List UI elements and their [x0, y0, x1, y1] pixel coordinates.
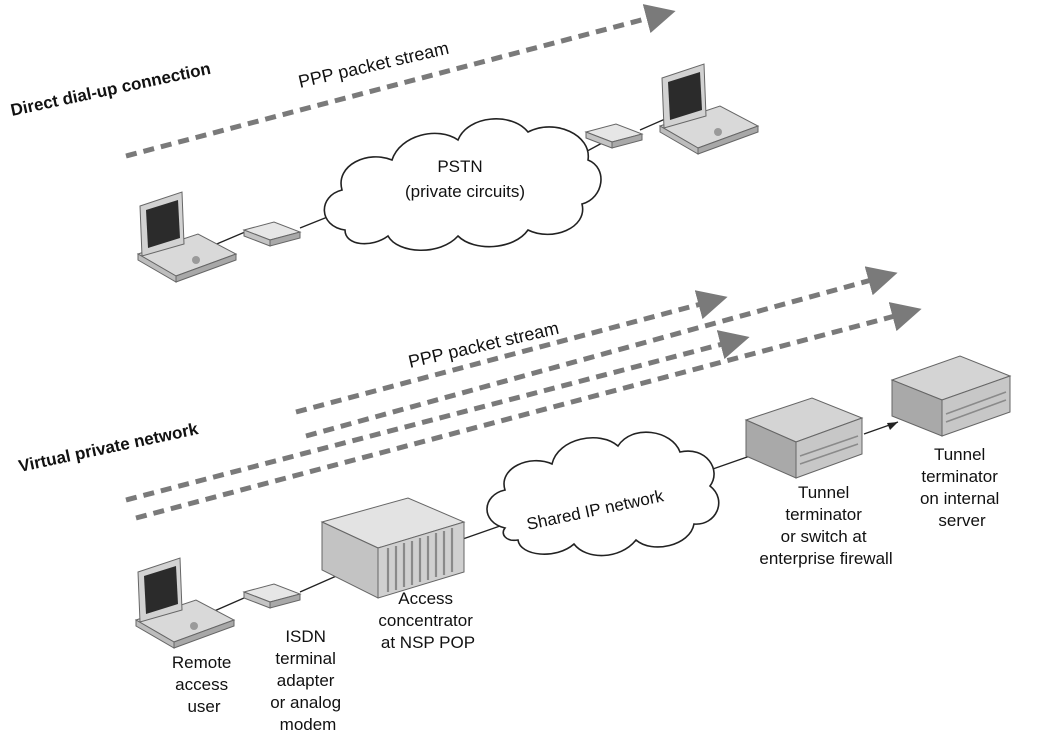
- remote-user-label: Remote access user: [172, 653, 236, 716]
- shared-ip-cloud: [486, 431, 720, 557]
- vpn-stream-arrow-3: [125, 330, 750, 503]
- firewall-terminator-label: Tunnel terminator or switch at enterpris…: [759, 483, 892, 568]
- direct-stream-label: PPP packet stream: [296, 38, 450, 92]
- vpn-stream-arrow-2: [305, 266, 898, 439]
- direct-section-title: Direct dial-up connection: [9, 59, 213, 120]
- vpn-laptop-to-adapter: [211, 597, 245, 613]
- direct-left-laptop: [136, 191, 238, 283]
- direct-right-laptop: [658, 63, 760, 155]
- access-concentrator-label: Access concentrator at NSP POP: [378, 589, 477, 652]
- vpn-section: Virtual private network PPP packet strea…: [17, 266, 1012, 734]
- vpn-concentrator-to-cloud: [459, 525, 501, 541]
- vpn-cloud-to-terminator: [709, 455, 751, 471]
- direct-left-link: [211, 231, 246, 247]
- direct-left-modem: [242, 221, 302, 247]
- pstn-sublabel: (private circuits): [405, 182, 525, 201]
- vpn-stream-arrow-4: [135, 302, 922, 521]
- vpn-access-concentrator: [320, 497, 466, 599]
- vpn-stream-arrow-1: [295, 290, 728, 415]
- internal-server-label: Tunnel terminator on internal server: [920, 445, 1004, 530]
- vpn-section-title: Virtual private network: [17, 419, 200, 476]
- vpn-remote-laptop: [134, 557, 236, 649]
- vpn-stream-label: PPP packet stream: [406, 318, 560, 372]
- direct-right-modem: [584, 123, 644, 149]
- direct-packet-stream-arrow: [125, 4, 676, 159]
- vpn-firewall-terminator: [744, 397, 864, 479]
- pstn-label: PSTN: [437, 157, 482, 176]
- pstn-cloud: [323, 118, 602, 252]
- terminal-adapter-label: ISDN terminal adapter or analog modem: [270, 627, 346, 734]
- vpn-server-arrowhead: [887, 422, 898, 430]
- vpn-isdn-adapter: [242, 583, 302, 609]
- direct-section: Direct dial-up connection PPP packet str…: [9, 4, 760, 283]
- vpn-internal-server: [890, 355, 1012, 437]
